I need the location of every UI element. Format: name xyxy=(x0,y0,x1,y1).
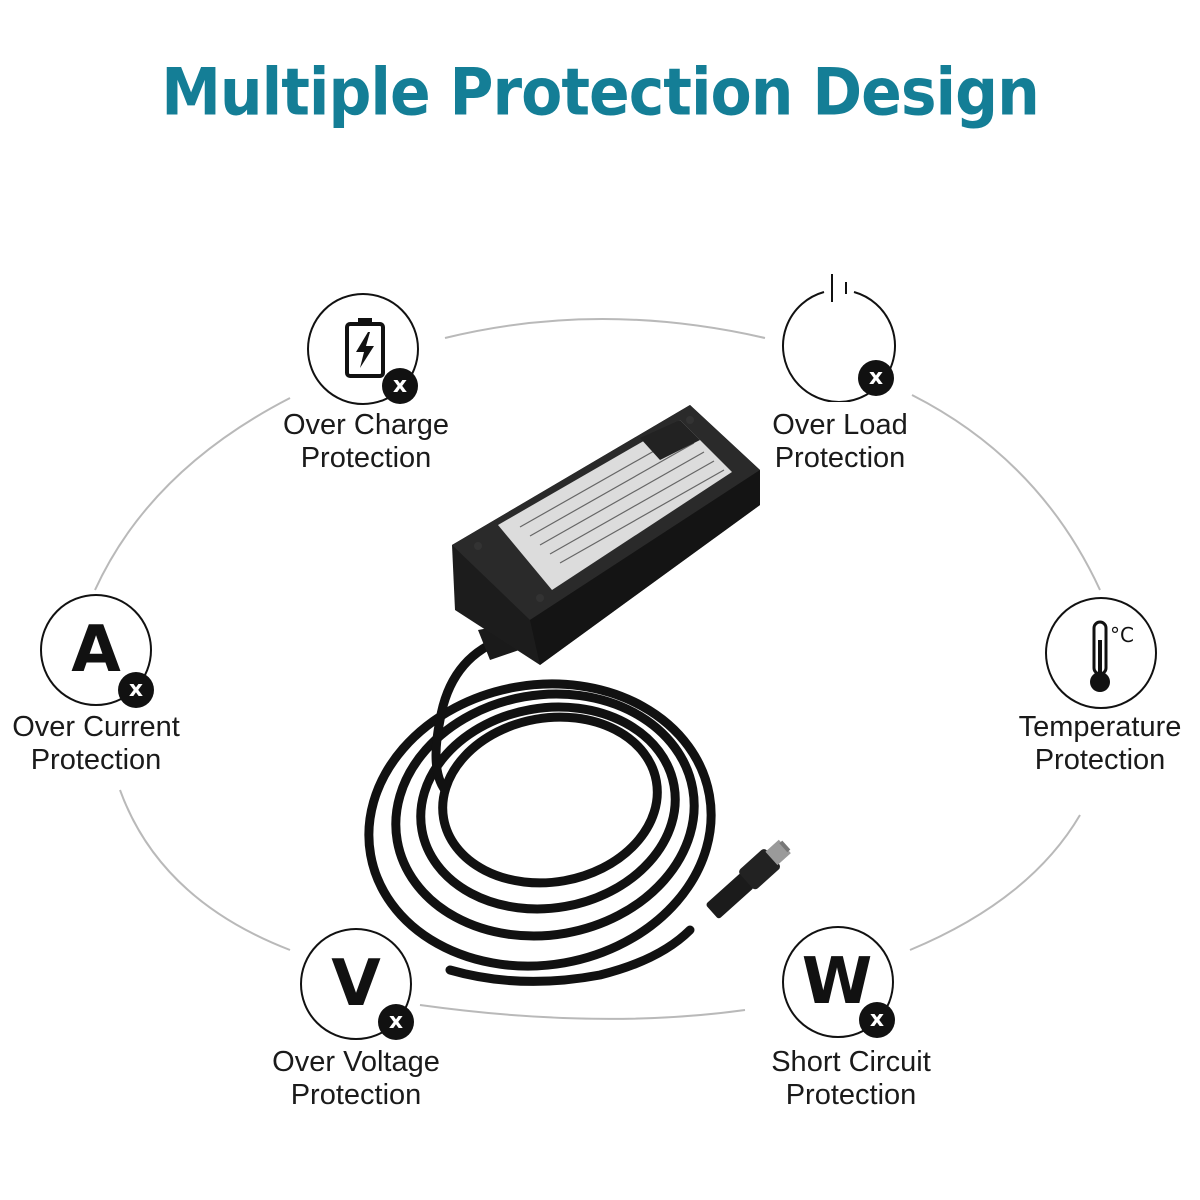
feature-label-line2: Protection xyxy=(1034,744,1166,776)
feature-label-line1: Over Current xyxy=(12,711,180,743)
oval-connector xyxy=(94,318,1101,1020)
volt-icon: V xyxy=(331,947,381,1021)
feature-label-line2: Protection xyxy=(774,442,906,474)
feature-label-line1: Over Voltage xyxy=(272,1046,440,1078)
feature-label-line2: Protection xyxy=(290,1079,422,1111)
x-badge: x xyxy=(858,360,894,396)
page-title: Multiple Protection Design xyxy=(161,55,1040,131)
power-adapter-image xyxy=(364,405,791,986)
watt-icon: W xyxy=(801,945,873,1019)
feature-label-line2: Protection xyxy=(30,744,162,776)
x-badge: x xyxy=(382,368,418,404)
temperature-unit: °C xyxy=(1110,623,1134,647)
x-badge: x xyxy=(378,1004,414,1040)
feature-label-line1: Temperature xyxy=(1018,711,1182,743)
power-icon xyxy=(782,274,896,403)
feature-label-line2: Protection xyxy=(785,1079,917,1111)
thermometer-icon: °C xyxy=(1045,597,1157,709)
feature-label-line1: Over Charge xyxy=(282,409,449,441)
x-badge: x xyxy=(859,1002,895,1038)
feature-label-line1: Short Circuit xyxy=(771,1046,931,1078)
x-badge: x xyxy=(118,672,154,708)
ampere-icon: A xyxy=(71,613,121,687)
feature-label-line1: Over Load xyxy=(772,409,908,441)
feature-label-line2: Protection xyxy=(300,442,432,474)
